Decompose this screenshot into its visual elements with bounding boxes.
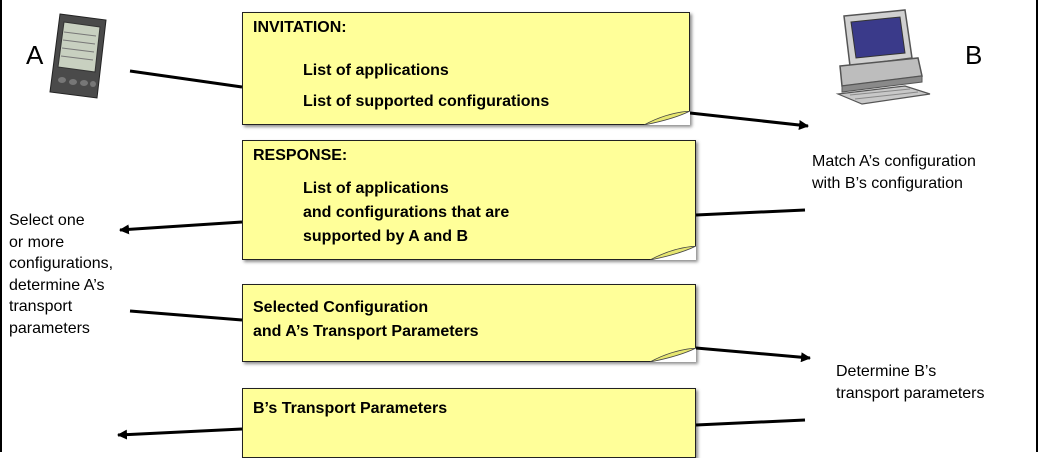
response-line-2: and configurations that are <box>303 204 510 221</box>
select-config-label: Select one or more configurations, deter… <box>9 212 114 337</box>
pda-icon <box>49 13 107 99</box>
invitation-note: INVITATION: List of applications List of… <box>242 12 690 125</box>
response-line-b <box>695 208 806 217</box>
invitation-arrow-to-b <box>689 111 809 130</box>
bparams-arrow-to-a <box>117 427 243 440</box>
b-transport-line-1: B’s Transport Parameters <box>253 400 448 417</box>
response-arrow-to-a <box>119 220 243 235</box>
invitation-line-a <box>129 69 243 89</box>
b-transport-note: B’s Transport Parameters <box>242 388 696 458</box>
bparams-line-b <box>695 418 806 427</box>
response-note: RESPONSE: List of applications and confi… <box>242 140 696 260</box>
invitation-heading: INVITATION: <box>253 19 347 36</box>
page-curl <box>644 111 690 125</box>
invitation-line-2: List of supported configurations <box>303 93 550 110</box>
match-config-label: Match A’s configuration with B’s configu… <box>812 153 976 192</box>
determine-b-label: Determine B’s transport parameters <box>836 363 985 402</box>
desktop-computer-icon <box>835 9 931 105</box>
selected-line-2: and A’s Transport Parameters <box>253 323 479 340</box>
response-line-3: supported by A and B <box>303 228 469 245</box>
selected-config-note: Selected Configuration and A’s Transport… <box>242 284 696 362</box>
party-a-label: A <box>26 40 44 70</box>
selected-line-1: Selected Configuration <box>253 299 429 316</box>
response-heading: RESPONSE: <box>253 147 348 164</box>
response-line-1: List of applications <box>303 180 449 197</box>
invitation-line-1: List of applications <box>303 62 449 79</box>
selected-arrow-to-b <box>695 346 811 363</box>
page-curl <box>650 246 696 260</box>
selected-line-a <box>129 309 243 322</box>
page-curl <box>650 348 696 362</box>
party-b-label: B <box>965 40 983 70</box>
